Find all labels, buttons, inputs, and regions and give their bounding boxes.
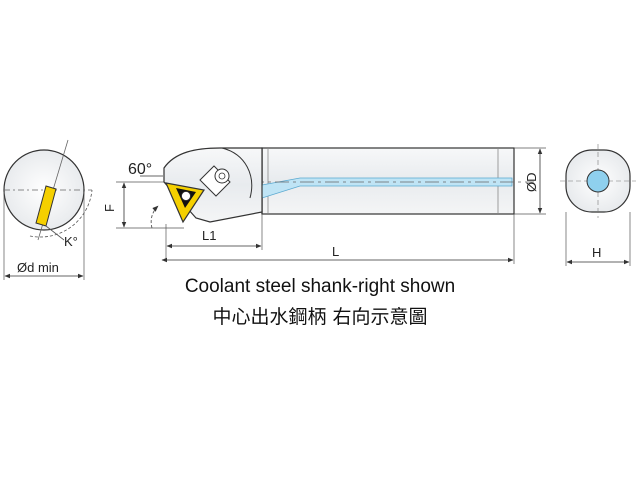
l1-label: L1 [202,228,216,243]
shank-end-view: H [560,144,636,266]
bore-end-view: K° Ød min [3,139,93,280]
caption-chinese: 中心出水鋼柄 右向示意圖 [212,306,428,328]
d-min-label: Ød min [17,260,59,275]
d-label: ØD [524,173,539,193]
head-contour [221,147,253,199]
coolant-hole [586,169,610,193]
boring-bar-side-view: 60° F L1 L ØD [102,147,546,264]
angle-60-label: 60° [128,161,152,178]
k-angle-ray [45,225,65,241]
triangular-insert [164,182,205,224]
kappa-label: K° [64,234,78,249]
h-label: H [592,245,601,260]
clamp-screw [199,165,231,197]
k-angle-arc [29,189,93,238]
f-label: F [102,204,117,212]
l-label: L [332,244,339,259]
rotation-arc [150,205,159,229]
caption-english: Coolant steel shank-right shown [184,276,456,297]
